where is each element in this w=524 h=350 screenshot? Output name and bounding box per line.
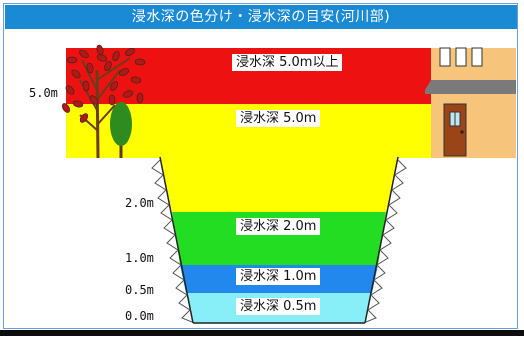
channel-wall-left	[159, 156, 194, 324]
tree-leaf	[122, 90, 134, 98]
tree-leaf	[79, 49, 89, 59]
tree-leaf	[79, 113, 89, 123]
figure-title: 浸水深の色分け・浸水深の目安(河川部)	[5, 5, 517, 29]
tree-leaf	[118, 68, 130, 76]
tree-leaf	[89, 95, 99, 105]
tree-leaf	[125, 47, 135, 57]
tree-leaf	[136, 92, 144, 104]
band-label-1m: 浸水深 1.0m	[236, 268, 321, 285]
tree-leaf	[130, 76, 142, 84]
house-window-3	[471, 47, 483, 67]
tree-leaf	[65, 85, 75, 95]
depth-label-5m: 5.0m	[29, 86, 58, 100]
depth-label-1m: 1.0m	[125, 251, 154, 265]
tree-leaf	[108, 94, 116, 106]
band-label-0.5m: 浸水深 0.5m	[236, 298, 321, 315]
tree-leaf	[86, 62, 94, 74]
tree-leaf	[61, 103, 71, 113]
embankment-hatch-right	[365, 159, 407, 323]
tree-leaf	[96, 54, 108, 62]
depth-label-0m: 0.0m	[125, 309, 154, 323]
house-window-1	[439, 47, 451, 67]
tree-leaf	[66, 56, 78, 64]
tree-leaf	[104, 60, 112, 72]
tree-leaf	[72, 100, 84, 108]
band-label-over-5m: 浸水深 5.0m以上	[232, 54, 343, 71]
band-label-5m: 浸水深 5.0m	[236, 110, 321, 127]
shrub	[110, 102, 132, 158]
tree-leaf	[71, 69, 81, 79]
embankment-hatch-left	[151, 159, 193, 323]
channel-water-upper	[160, 157, 398, 212]
channel-wall-right	[364, 156, 399, 324]
tree-leaf	[82, 80, 90, 92]
house-roof	[425, 80, 516, 94]
bottom-rule	[0, 330, 524, 336]
tree-foliage	[61, 44, 146, 123]
tree-leaf	[110, 81, 118, 91]
house-window-2	[455, 47, 467, 67]
depth-label-2m: 2.0m	[125, 196, 154, 210]
tree-leaf	[134, 58, 146, 66]
depth-label-0.5m: 0.5m	[125, 283, 154, 297]
tree-leaf	[112, 50, 120, 62]
house-door-knob	[460, 130, 464, 134]
band-2m	[172, 212, 386, 265]
band-label-2m: 浸水深 2.0m	[236, 218, 321, 235]
